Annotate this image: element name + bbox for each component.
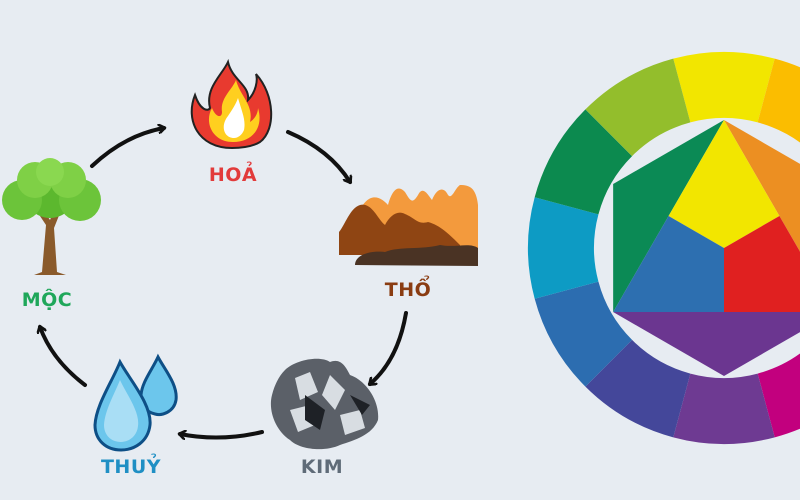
wheel-segment bbox=[534, 109, 633, 215]
label-thuy: THUỶ bbox=[100, 456, 162, 478]
wheel-segment bbox=[757, 58, 800, 143]
metal-icon bbox=[270, 358, 379, 450]
arrow-hoa-to-tho bbox=[286, 130, 350, 182]
label-hoa: HOẢ bbox=[208, 164, 258, 186]
wheel-segment bbox=[534, 281, 633, 387]
arrow-tho-to-kim bbox=[370, 311, 408, 386]
wheel-segment bbox=[757, 353, 800, 438]
orange-triangle bbox=[724, 120, 800, 252]
wheel-segment bbox=[585, 339, 691, 438]
tree-icon bbox=[2, 158, 101, 275]
green-triangle bbox=[613, 120, 724, 312]
wheel-segment bbox=[528, 197, 599, 299]
wheel-segment bbox=[673, 52, 775, 123]
wheel-segment bbox=[673, 373, 775, 444]
yellow-region bbox=[668, 120, 780, 248]
color-wheel bbox=[528, 52, 800, 444]
label-tho: THỔ bbox=[384, 279, 432, 301]
red-region bbox=[724, 216, 800, 312]
mountain-icon bbox=[339, 185, 478, 266]
label-kim: KIM bbox=[300, 456, 344, 478]
arrow-kim-to-thuy bbox=[180, 432, 264, 438]
arrow-moc-to-hoa bbox=[90, 128, 164, 168]
blue-region bbox=[613, 216, 724, 312]
fire-icon bbox=[190, 58, 273, 150]
wheel-segment bbox=[585, 58, 691, 157]
violet-triangle bbox=[613, 312, 800, 376]
water-drops-icon bbox=[93, 353, 178, 452]
arrow-thuy-to-moc bbox=[40, 327, 87, 387]
label-moc: MỘC bbox=[21, 289, 73, 311]
